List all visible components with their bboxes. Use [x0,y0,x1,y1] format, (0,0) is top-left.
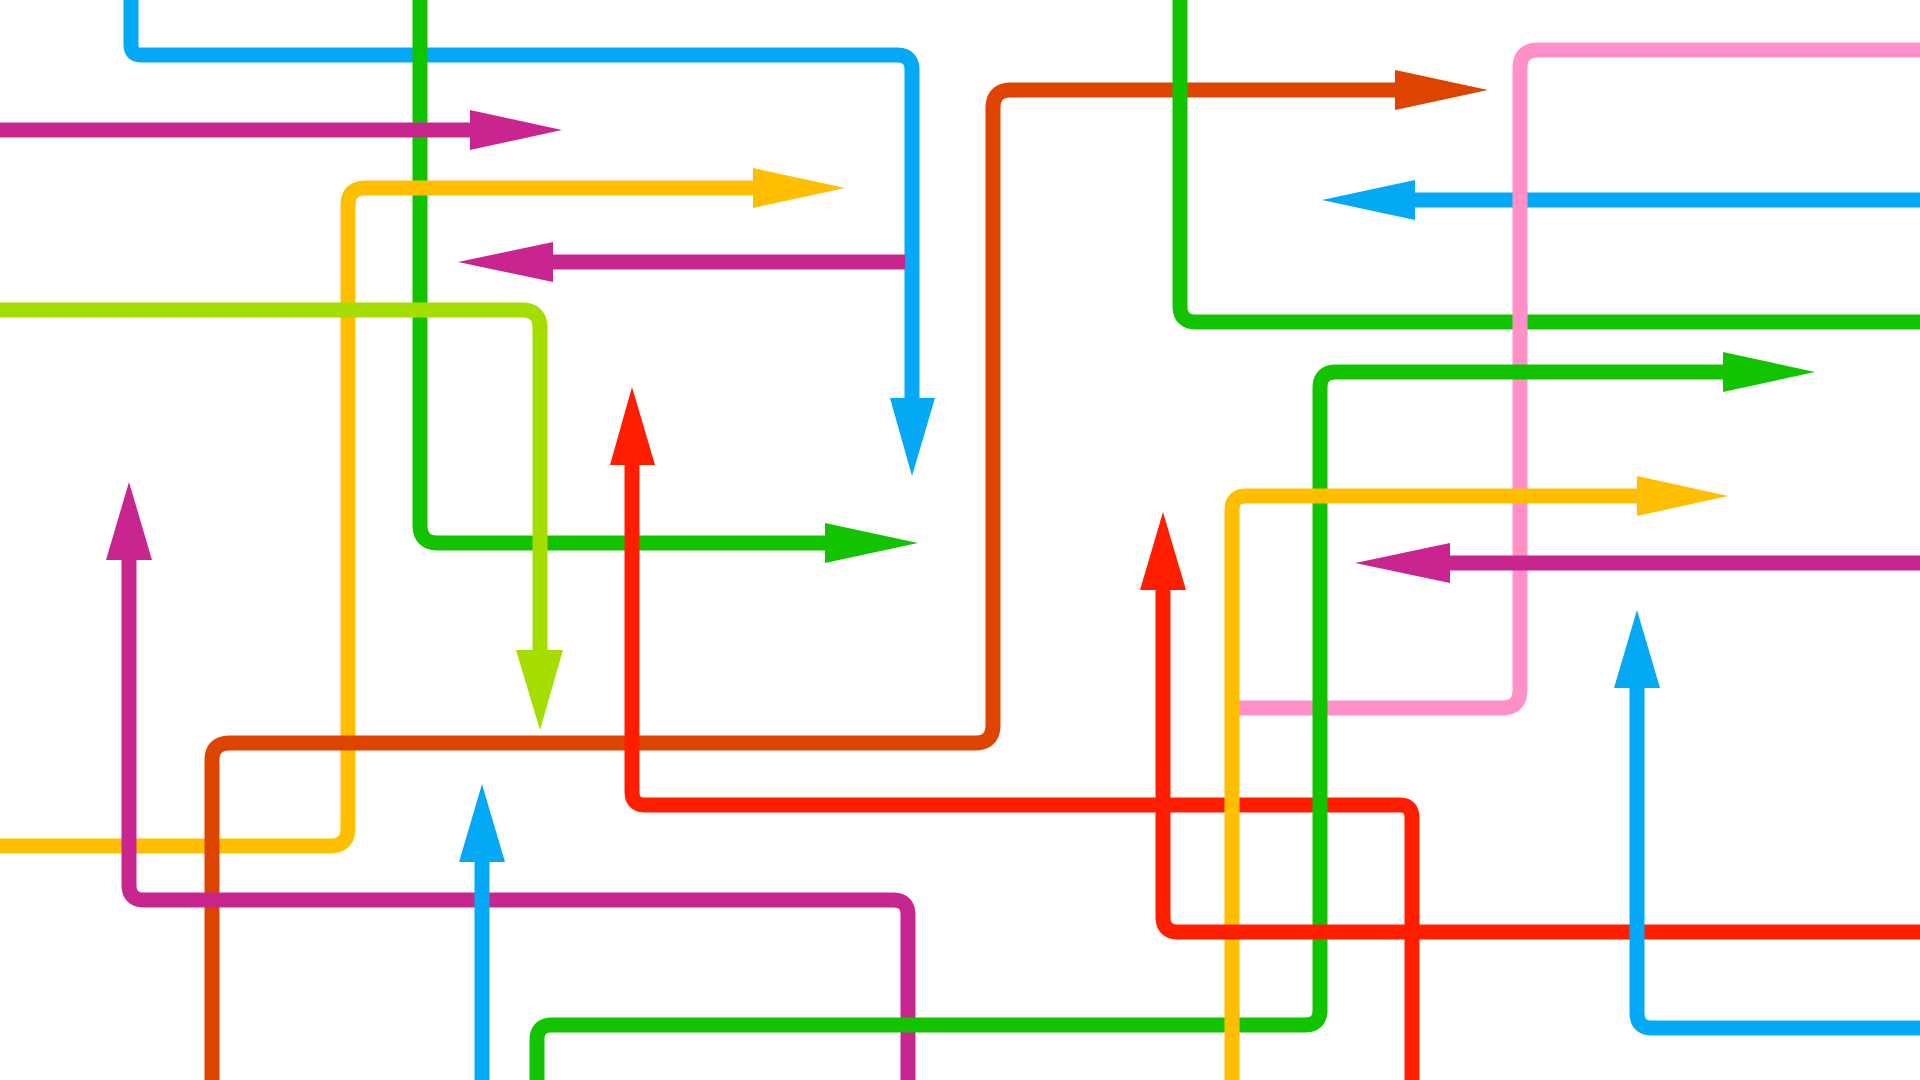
arrow-down-icon [890,398,935,476]
magenta-arrow-top-left [0,110,562,150]
arrow-right-icon [1637,476,1728,516]
orange-red-route-line [204,82,1400,1080]
red-route-center-line [624,465,1420,1080]
green-route-left-vertical [412,0,918,563]
magenta-route-bottom-left-line [121,560,916,1080]
blue-route-bottom-right-line [1629,688,1920,1036]
arrow-right-icon [1395,70,1488,110]
yellow-route-left [0,168,845,854]
orange-red-route [204,70,1488,1080]
green-route-right [529,352,1815,1080]
yellow-route-left-line [0,180,758,854]
magenta-arrow-right [1355,543,1920,583]
arrow-right-icon [470,110,562,150]
green-route-left-vertical-line [412,0,830,551]
red-route-center [610,387,1420,1080]
blue-route-bottom-right [1614,610,1920,1036]
arrow-up-icon [1614,610,1660,688]
arrow-left-icon [1322,180,1415,220]
arrow-up-icon [459,784,505,862]
arrow-left-icon [1355,543,1450,583]
red-route-right [1140,512,1920,940]
lime-route-line [0,302,548,655]
green-route-right-top [1172,0,1920,330]
arrow-right-icon [753,168,845,208]
arrow-up-icon [106,482,152,560]
blue-arrow-bottom-center [459,784,505,1080]
green-route-right-top-line [1172,0,1920,330]
arrow-right-icon [1723,352,1815,392]
magenta-arrow-center [458,242,905,282]
arrow-up-icon [610,387,655,465]
red-route-right-line [1155,590,1920,940]
yellow-route-right-line [1224,488,1642,1080]
blue-route-top-left [123,0,935,476]
blue-route-top-left-line [123,0,920,400]
blue-arrow-top-right [1322,180,1920,220]
arrow-down-icon [516,650,563,730]
arrow-up-icon [1140,512,1186,590]
arrow-right-icon [825,523,918,563]
arrow-left-icon [458,242,553,282]
magenta-route-bottom-left [106,482,916,1080]
lime-route [0,302,563,730]
green-route-right-line [529,364,1728,1080]
yellow-route-right [1224,476,1728,1080]
